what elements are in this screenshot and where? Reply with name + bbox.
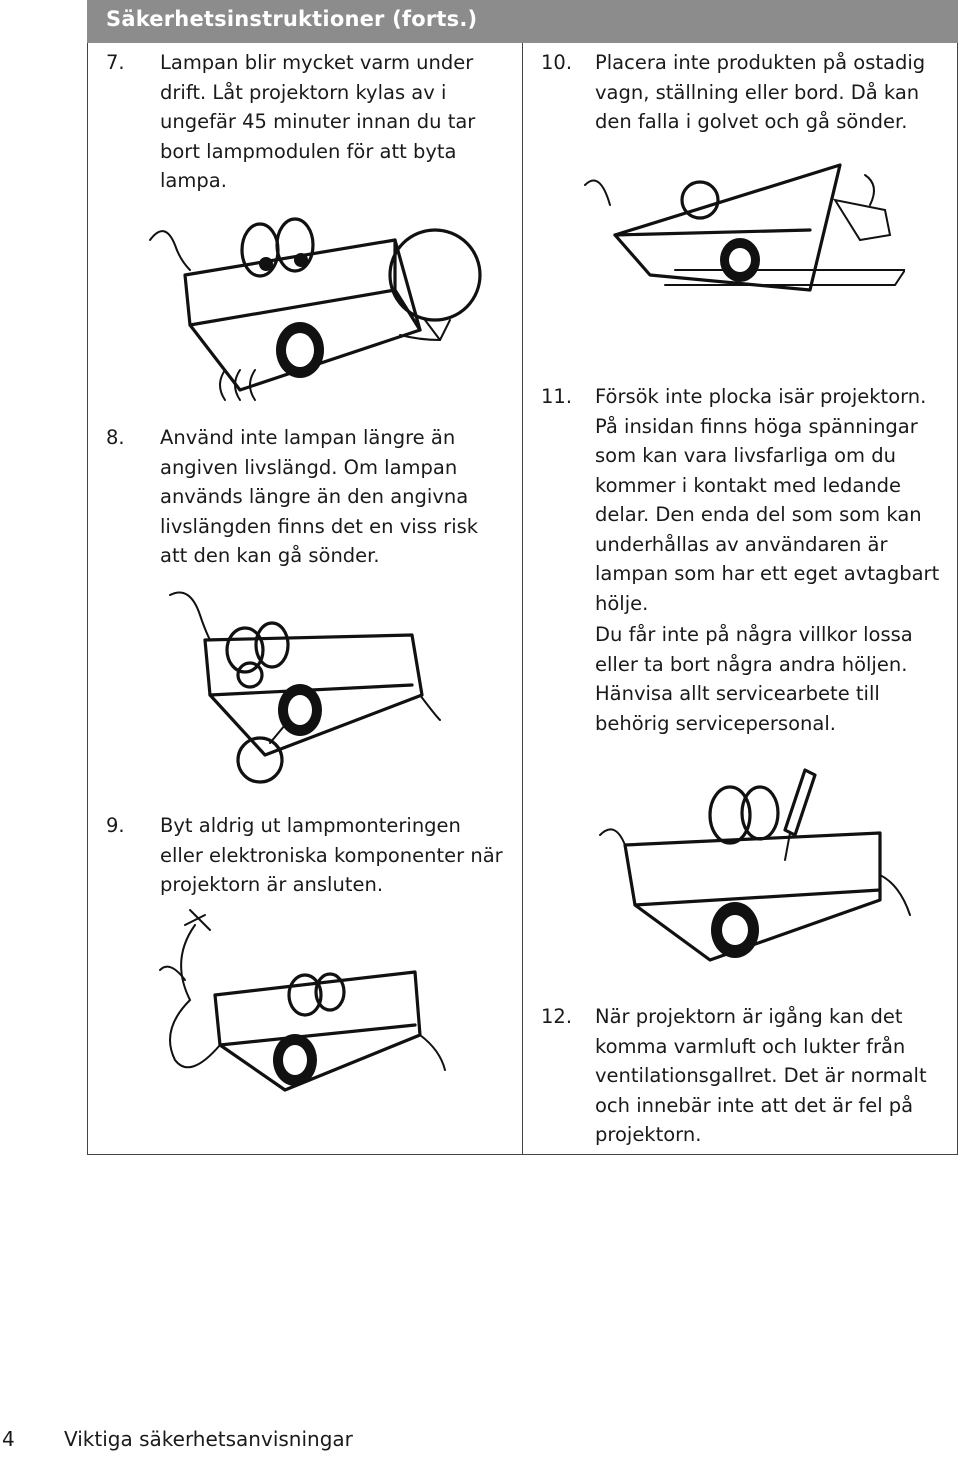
item-text: Försök inte plocka isär projektorn. På i… [595,385,940,615]
illustration-hot-lamp [120,190,490,410]
section-title: Säkerhetsinstruktioner (forts.) [106,7,478,31]
section-header: Säkerhetsinstruktioner (forts.) [87,0,958,43]
item-text: Placera inte produkten på ostadig vagn, … [595,51,926,133]
column-divider [522,43,523,1154]
illustration-broken-lamp [150,575,460,795]
illustration-falling-projector [565,160,905,360]
footer-section-title: Viktiga säkerhetsanvisningar [64,1427,353,1451]
illustration-disassembly [580,765,920,975]
item-number: 10. [541,51,573,74]
item-number: 7. [106,51,125,74]
item-number: 8. [106,426,125,449]
item-text-warning: Du får inte på några villkor lossa eller… [595,623,913,735]
item-text: Lampan blir mycket varm under drift. Låt… [160,51,476,192]
item-number: 9. [106,814,125,837]
item-number: 11. [541,385,573,408]
item-text: Byt aldrig ut lampmonteringen eller elek… [160,814,503,896]
item-text: När projektorn är igång kan det komma va… [595,1005,927,1146]
illustration-plugged-projector [150,900,460,1120]
item-text: Använd inte lampan längre än angiven liv… [160,426,479,567]
item-number: 12. [541,1005,573,1028]
page-number: 4 [2,1427,15,1451]
